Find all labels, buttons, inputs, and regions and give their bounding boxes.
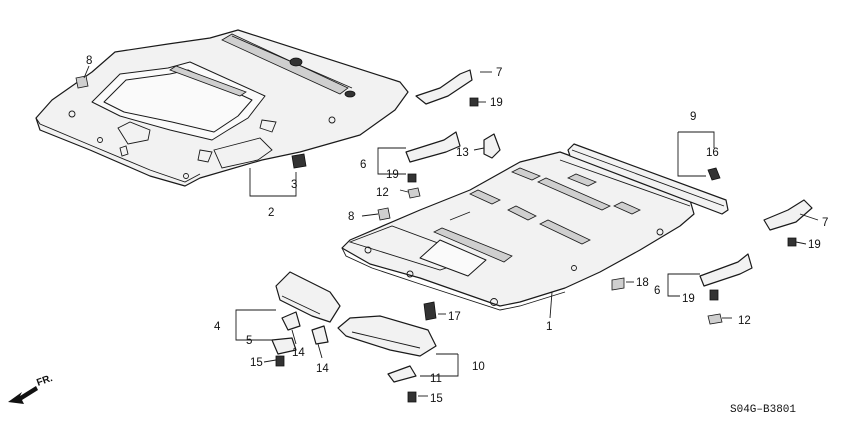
callout-8: 8 <box>348 211 354 223</box>
callout-12: 12 <box>376 187 389 199</box>
callout-5: 5 <box>246 335 252 347</box>
callout-3: 3 <box>291 179 297 191</box>
callout-19: 19 <box>386 169 399 181</box>
callout-17: 17 <box>448 311 461 323</box>
headliner-main <box>341 151 695 311</box>
callout-19: 19 <box>682 293 695 305</box>
sun-visor-right <box>337 315 437 357</box>
callout-7: 7 <box>496 67 502 79</box>
diagram-code: S04G–B3801 <box>730 404 796 416</box>
callout-19: 19 <box>808 239 821 251</box>
leader-lines <box>83 65 819 397</box>
callout-16: 16 <box>706 147 719 159</box>
direction-label: FR. <box>35 373 54 389</box>
callout-19: 19 <box>490 97 503 109</box>
callout-8: 8 <box>86 55 92 67</box>
callout-9: 9 <box>690 111 696 123</box>
callout-14: 14 <box>316 363 329 375</box>
callouts: 8 3 2 7 19 6 19 12 8 13 9 16 7 19 18 6 1… <box>86 55 828 405</box>
callout-1: 1 <box>546 321 552 333</box>
sun-visor-left <box>275 271 341 323</box>
callout-2: 2 <box>268 207 274 219</box>
callout-13: 13 <box>456 147 469 159</box>
callout-15: 15 <box>250 357 263 369</box>
front-direction-arrow: FR. <box>8 373 54 404</box>
callout-15: 15 <box>430 393 443 405</box>
callout-6: 6 <box>654 285 660 297</box>
callout-7: 7 <box>822 217 828 229</box>
callout-14: 14 <box>292 347 305 359</box>
callout-10: 10 <box>472 361 485 373</box>
callout-6: 6 <box>360 159 366 171</box>
roof-rail <box>567 143 729 215</box>
headliner-sunroof <box>35 29 409 187</box>
callout-12: 12 <box>738 315 751 327</box>
small-parts <box>75 69 813 403</box>
callout-11: 11 <box>430 373 442 385</box>
callout-4: 4 <box>214 321 221 333</box>
callout-18: 18 <box>636 277 649 289</box>
